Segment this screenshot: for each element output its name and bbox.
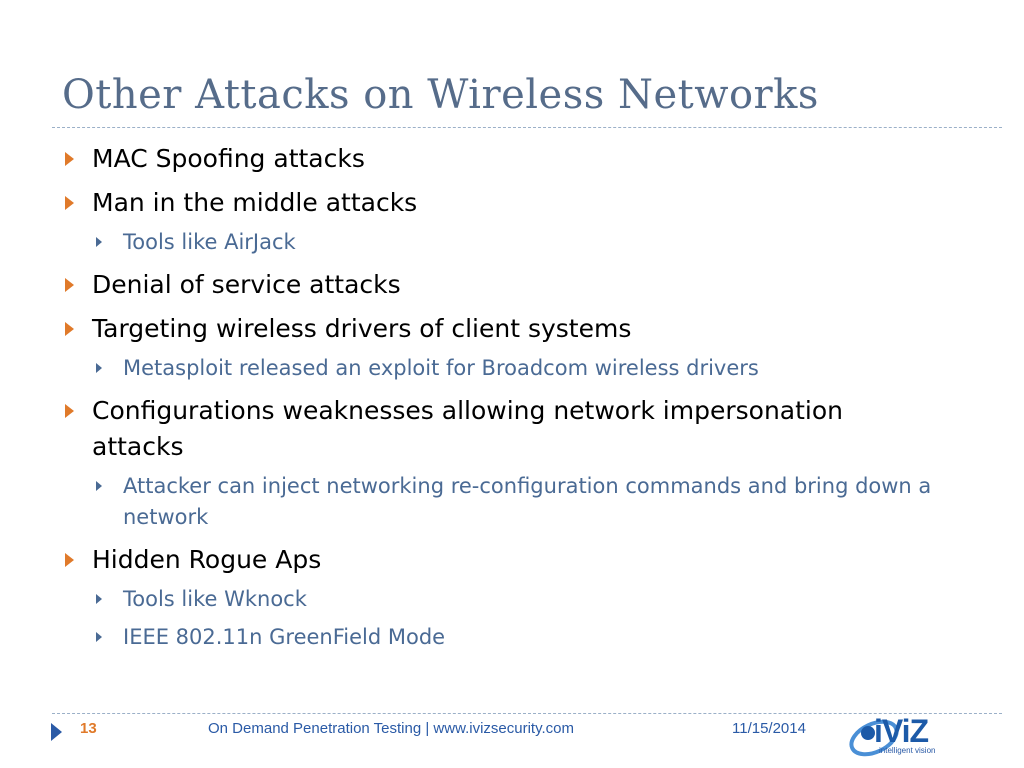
sub-bullet-item: Attacker can inject networking re-config… (0, 471, 963, 533)
sub-bullet-arrow-icon (96, 363, 102, 373)
sub-bullet-item: Tools like Wknock (0, 584, 963, 615)
bullet-item: MAC Spoofing attacks (0, 141, 932, 177)
bullet-item: Targeting wireless drivers of client sys… (0, 311, 932, 347)
bullet-text: Denial of service attacks (92, 270, 401, 299)
bullet-text: Hidden Rogue Aps (92, 545, 322, 574)
slide-title: Other Attacks on Wireless Networks (62, 72, 819, 118)
bullet-text: Tools like AirJack (123, 230, 296, 254)
bullet-item: Man in the middle attacks (0, 185, 932, 221)
iviz-logo-icon (849, 719, 899, 757)
sub-bullet-arrow-icon (96, 481, 102, 491)
bullet-text: Configurations weaknesses allowing netwo… (92, 396, 844, 461)
bullet-item: Denial of service attacks (0, 267, 932, 303)
bullet-text: Attacker can inject networking re-config… (123, 474, 932, 529)
bullet-text: Targeting wireless drivers of client sys… (92, 314, 632, 343)
footer-center-text: On Demand Penetration Testing | www.iviz… (208, 720, 574, 737)
sub-bullet-item: IEEE 802.11n GreenField Mode (0, 622, 963, 653)
bullet-text: Tools like Wknock (123, 587, 307, 611)
bullet-text: IEEE 802.11n GreenField Mode (123, 625, 446, 649)
bullet-item: Hidden Rogue Aps (0, 542, 932, 578)
bullet-arrow-icon (65, 196, 74, 210)
sub-bullet-arrow-icon (96, 594, 102, 604)
bullet-text: Metasploit released an exploit for Broad… (123, 356, 759, 380)
bullet-arrow-icon (65, 152, 74, 166)
bullet-text: Man in the middle attacks (92, 188, 418, 217)
sub-bullet-arrow-icon (96, 632, 102, 642)
bullet-arrow-icon (65, 322, 74, 336)
footer-divider (52, 713, 1002, 714)
bullet-text: MAC Spoofing attacks (92, 144, 365, 173)
logo-wordmark: iViZ (874, 713, 929, 749)
bullet-arrow-icon (65, 404, 74, 418)
bullet-arrow-icon (65, 553, 74, 567)
logo-tagline: intelligent vision (879, 746, 936, 755)
footer-date: 11/15/2014 (732, 720, 806, 737)
bullet-arrow-icon (65, 278, 74, 292)
title-divider (52, 127, 1002, 128)
sub-bullet-item: Tools like AirJack (0, 227, 963, 258)
sub-bullet-arrow-icon (96, 237, 102, 247)
sub-bullet-item: Metasploit released an exploit for Broad… (0, 353, 963, 384)
nav-arrow-icon[interactable] (51, 723, 62, 741)
page-number: 13 (80, 720, 97, 737)
bullet-item: Configurations weaknesses allowing netwo… (0, 393, 932, 465)
